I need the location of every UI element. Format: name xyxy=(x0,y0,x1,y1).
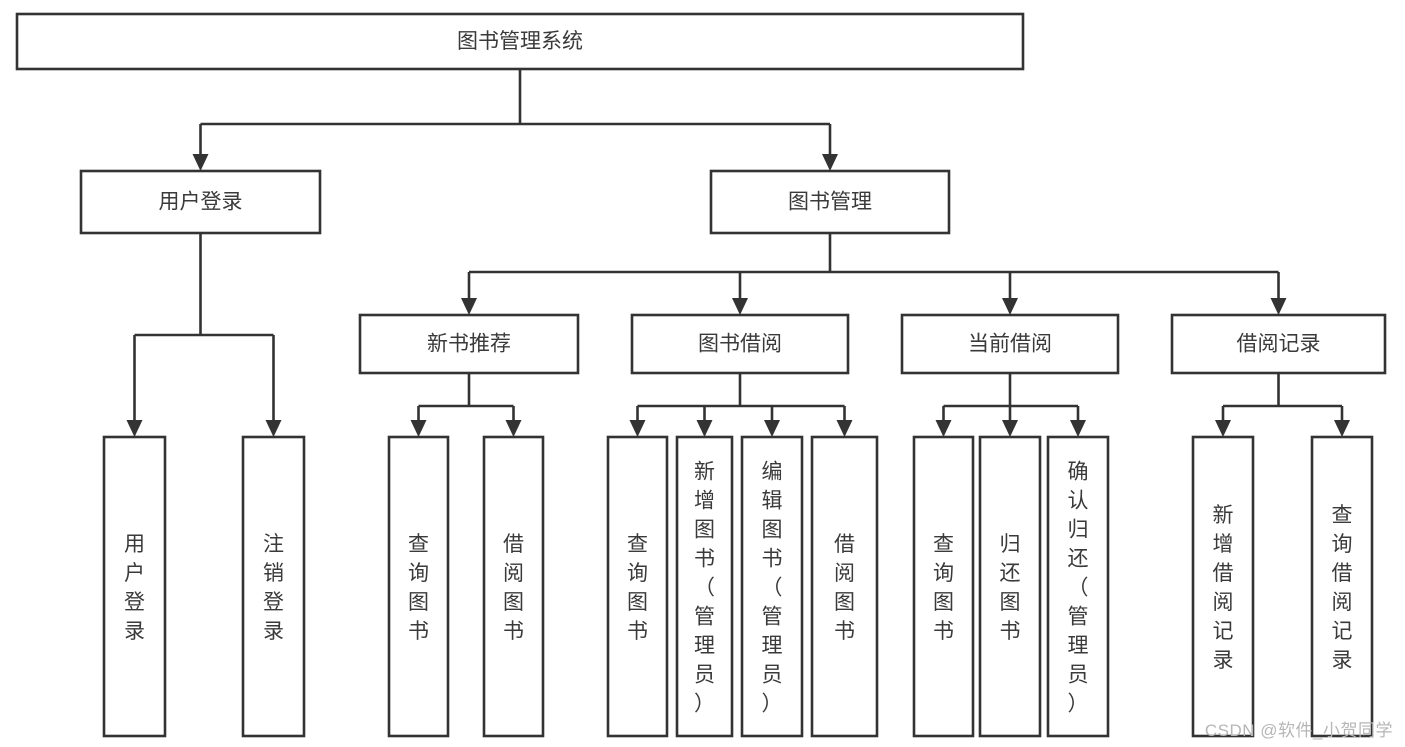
node-label-root: 图书管理系统 xyxy=(457,30,583,53)
node-leaf-query-book-3[interactable]: 查询图书 xyxy=(912,435,975,738)
node-book-manage[interactable]: 图书管理 xyxy=(709,169,951,235)
node-leaf-query-borrow-record[interactable]: 查询借阅记录 xyxy=(1310,435,1374,738)
node-label-leaf-query-book-2: 查询图书 xyxy=(627,533,648,643)
node-leaf-user-logout[interactable]: 注销登录 xyxy=(241,435,306,738)
arrow-head-icon-leaf-add-borrow-record xyxy=(1215,420,1231,437)
node-borrow-record[interactable]: 借阅记录 xyxy=(1170,313,1387,375)
node-box-leaf-edit-book xyxy=(740,435,804,738)
node-label-leaf-add-borrow-record: 新增借阅记录 xyxy=(1213,504,1234,672)
watermark-label: CSDN @软件_小贺同学 xyxy=(1204,721,1393,740)
node-label-leaf-add-book: 新增图书（管理员） xyxy=(694,461,715,716)
node-box-leaf-confirm-return xyxy=(1046,435,1110,738)
arrow-head-icon-leaf-edit-book xyxy=(764,420,780,437)
arrow-head-icon-leaf-user-login xyxy=(126,420,143,437)
node-box-leaf-query-book-1 xyxy=(387,435,450,738)
node-label-leaf-borrow-book-1: 借阅图书 xyxy=(503,533,524,643)
arrow-head-icon-leaf-borrow-book-2 xyxy=(836,420,853,437)
node-leaf-user-login[interactable]: 用户登录 xyxy=(102,435,167,738)
node-box-leaf-query-borrow-record xyxy=(1310,435,1374,738)
node-label-leaf-query-book-3: 查询图书 xyxy=(933,533,954,643)
node-box-user-login xyxy=(79,169,322,235)
node-box-leaf-borrow-book-2 xyxy=(810,435,879,738)
node-box-leaf-user-logout xyxy=(241,435,306,738)
node-box-leaf-return-book xyxy=(978,435,1042,738)
node-label-book-manage: 图书管理 xyxy=(788,191,872,214)
node-label-leaf-edit-book: 编辑图书（管理员） xyxy=(762,461,783,716)
node-user-login[interactable]: 用户登录 xyxy=(79,169,322,235)
node-leaf-confirm-return[interactable]: 确认归还（管理员） xyxy=(1046,435,1110,738)
node-label-leaf-borrow-book-2: 借阅图书 xyxy=(834,533,855,643)
node-label-borrow-record: 借阅记录 xyxy=(1237,333,1321,356)
node-label-current-borrow: 当前借阅 xyxy=(968,333,1052,356)
arrow-head-icon-leaf-add-book xyxy=(696,420,713,437)
nodes-layer: 图书管理系统用户登录图书管理新书推荐图书借阅当前借阅借阅记录用户登录注销登录查询… xyxy=(15,12,1387,738)
arrow-head-icon-book-borrow xyxy=(732,298,748,315)
node-current-borrow[interactable]: 当前借阅 xyxy=(900,313,1120,375)
node-leaf-add-borrow-record[interactable]: 新增借阅记录 xyxy=(1191,435,1255,738)
node-leaf-add-book[interactable]: 新增图书（管理员） xyxy=(675,435,734,738)
node-box-borrow-record xyxy=(1170,313,1387,375)
arrow-head-icon-borrow-record xyxy=(1270,298,1287,315)
node-book-borrow[interactable]: 图书借阅 xyxy=(630,313,850,375)
node-box-leaf-add-book xyxy=(675,435,734,738)
arrow-head-icon-leaf-user-logout xyxy=(265,420,282,437)
node-box-leaf-query-book-2 xyxy=(606,435,669,738)
arrow-head-icon-leaf-return-book xyxy=(1002,420,1018,437)
node-box-leaf-query-book-3 xyxy=(912,435,975,738)
node-root[interactable]: 图书管理系统 xyxy=(15,12,1025,71)
node-new-book-rec[interactable]: 新书推荐 xyxy=(358,313,580,375)
node-box-leaf-user-login xyxy=(102,435,167,738)
node-box-leaf-add-borrow-record xyxy=(1191,435,1255,738)
node-box-current-borrow xyxy=(900,313,1120,375)
node-label-leaf-confirm-return: 确认归还（管理员） xyxy=(1068,461,1089,716)
node-label-book-borrow: 图书借阅 xyxy=(698,333,782,356)
node-label-leaf-user-logout: 注销登录 xyxy=(263,533,284,643)
arrow-head-icon-leaf-query-borrow-record xyxy=(1334,420,1350,437)
arrow-head-icon-user-login xyxy=(192,154,209,171)
node-leaf-borrow-book-2[interactable]: 借阅图书 xyxy=(810,435,879,738)
arrow-head-icon-current-borrow xyxy=(1002,298,1018,315)
node-leaf-query-book-2[interactable]: 查询图书 xyxy=(606,435,669,738)
edges-layer xyxy=(126,69,1350,437)
arrow-head-icon-leaf-confirm-return xyxy=(1070,420,1086,437)
node-leaf-query-book-1[interactable]: 查询图书 xyxy=(387,435,450,738)
arrow-head-icon-book-manage xyxy=(822,154,838,171)
node-label-leaf-user-login: 用户登录 xyxy=(124,533,145,643)
node-leaf-return-book[interactable]: 归还图书 xyxy=(978,435,1042,738)
arrow-head-icon-leaf-borrow-book-1 xyxy=(505,420,522,437)
node-label-leaf-query-book-1: 查询图书 xyxy=(408,533,429,643)
node-label-leaf-query-borrow-record: 查询借阅记录 xyxy=(1332,504,1353,672)
arrow-head-icon-leaf-query-book-3 xyxy=(935,420,952,437)
node-leaf-edit-book[interactable]: 编辑图书（管理员） xyxy=(740,435,804,738)
node-box-leaf-borrow-book-1 xyxy=(482,435,545,738)
node-leaf-borrow-book-1[interactable]: 借阅图书 xyxy=(482,435,545,738)
node-label-leaf-return-book: 归还图书 xyxy=(1000,533,1021,643)
node-label-user-login: 用户登录 xyxy=(159,191,243,214)
node-box-new-book-rec xyxy=(358,313,580,375)
node-box-book-borrow xyxy=(630,313,850,375)
node-label-new-book-rec: 新书推荐 xyxy=(427,333,511,356)
arrow-head-icon-new-book-rec xyxy=(461,298,477,315)
arrow-head-icon-leaf-query-book-2 xyxy=(629,420,646,437)
node-box-book-manage xyxy=(709,169,951,235)
arrow-head-icon-leaf-query-book-1 xyxy=(410,420,427,437)
node-box-root xyxy=(15,12,1025,71)
